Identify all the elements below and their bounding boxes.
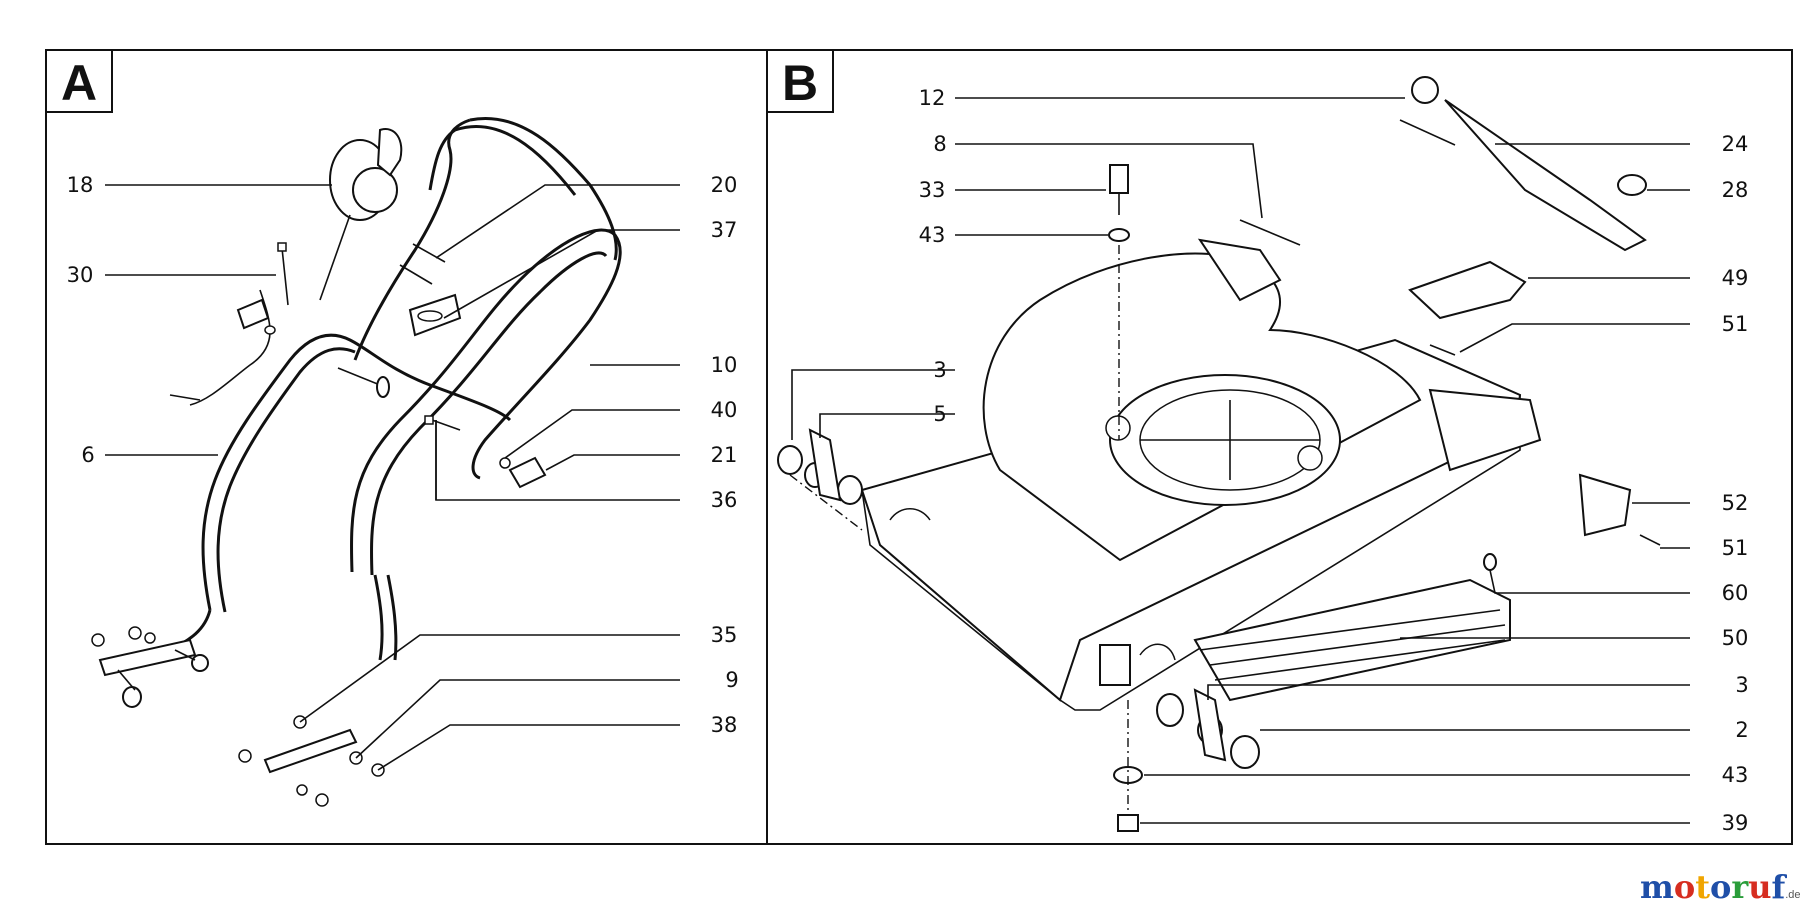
callout-label: 39 <box>1722 811 1749 835</box>
callout-label: 6 <box>81 443 94 467</box>
callout-label: 8 <box>933 132 946 156</box>
callout-label: 24 <box>1722 132 1749 156</box>
callout-label: 35 <box>711 623 738 647</box>
callout-label: 43 <box>919 223 946 247</box>
watermark-logo: motoruf.de <box>1640 868 1800 906</box>
callout-label: 20 <box>711 173 738 197</box>
watermark-brand: motoruf <box>1640 868 1785 906</box>
panel-a: A <box>45 49 768 845</box>
callout-label: 10 <box>711 353 738 377</box>
callout-label: 2 <box>1735 718 1748 742</box>
callout-label: 38 <box>711 713 738 737</box>
callout-label: 12 <box>919 86 946 110</box>
callout-label: 40 <box>711 398 738 422</box>
handle-assembly-drawing <box>91 117 622 807</box>
watermark-letter: r <box>1731 868 1749 906</box>
callout-label: 5 <box>933 402 946 426</box>
mower-deck-drawing <box>860 238 1542 711</box>
watermark-letter: f <box>1771 868 1786 906</box>
callout-label: 43 <box>1722 763 1749 787</box>
panel-a-letter-box <box>45 49 113 113</box>
callout-label: 51 <box>1722 312 1749 336</box>
callout-label: 51 <box>1722 536 1749 560</box>
callout-label: 9 <box>725 668 738 692</box>
callout-label: 36 <box>711 488 738 512</box>
panel-a-leaders <box>105 184 680 771</box>
panel-b-leaders <box>791 97 1690 824</box>
callout-label: 50 <box>1722 626 1749 650</box>
callout-label: 60 <box>1722 581 1749 605</box>
watermark-letter: o <box>1673 868 1696 906</box>
callout-label: 52 <box>1722 491 1749 515</box>
callout-labels: 18 30 6 20 37 10 40 21 36 35 9 38 12 8 3… <box>67 86 1749 835</box>
panel-b-letter-box <box>766 49 834 113</box>
callout-label: 3 <box>933 358 946 382</box>
panel-b-frame <box>766 49 1793 845</box>
callout-label: 3 <box>1735 673 1748 697</box>
watermark-letter: t <box>1695 868 1710 906</box>
panel-b-letter: B <box>782 55 818 111</box>
callout-label: 37 <box>711 218 738 242</box>
callout-label: 30 <box>67 263 94 287</box>
watermark-domain: .de <box>1785 889 1800 901</box>
callout-label: 21 <box>711 443 738 467</box>
watermark-letter: o <box>1709 868 1732 906</box>
panel-a-letter: A <box>61 55 97 111</box>
callout-label: 18 <box>67 173 94 197</box>
callout-label: 49 <box>1722 266 1749 290</box>
watermark-letter: m <box>1640 868 1674 906</box>
watermark-letter: u <box>1748 868 1772 906</box>
panel-b-parts <box>777 76 1661 832</box>
panel-b: B <box>766 49 1793 845</box>
callout-label: 33 <box>919 178 946 202</box>
callout-label: 28 <box>1722 178 1749 202</box>
